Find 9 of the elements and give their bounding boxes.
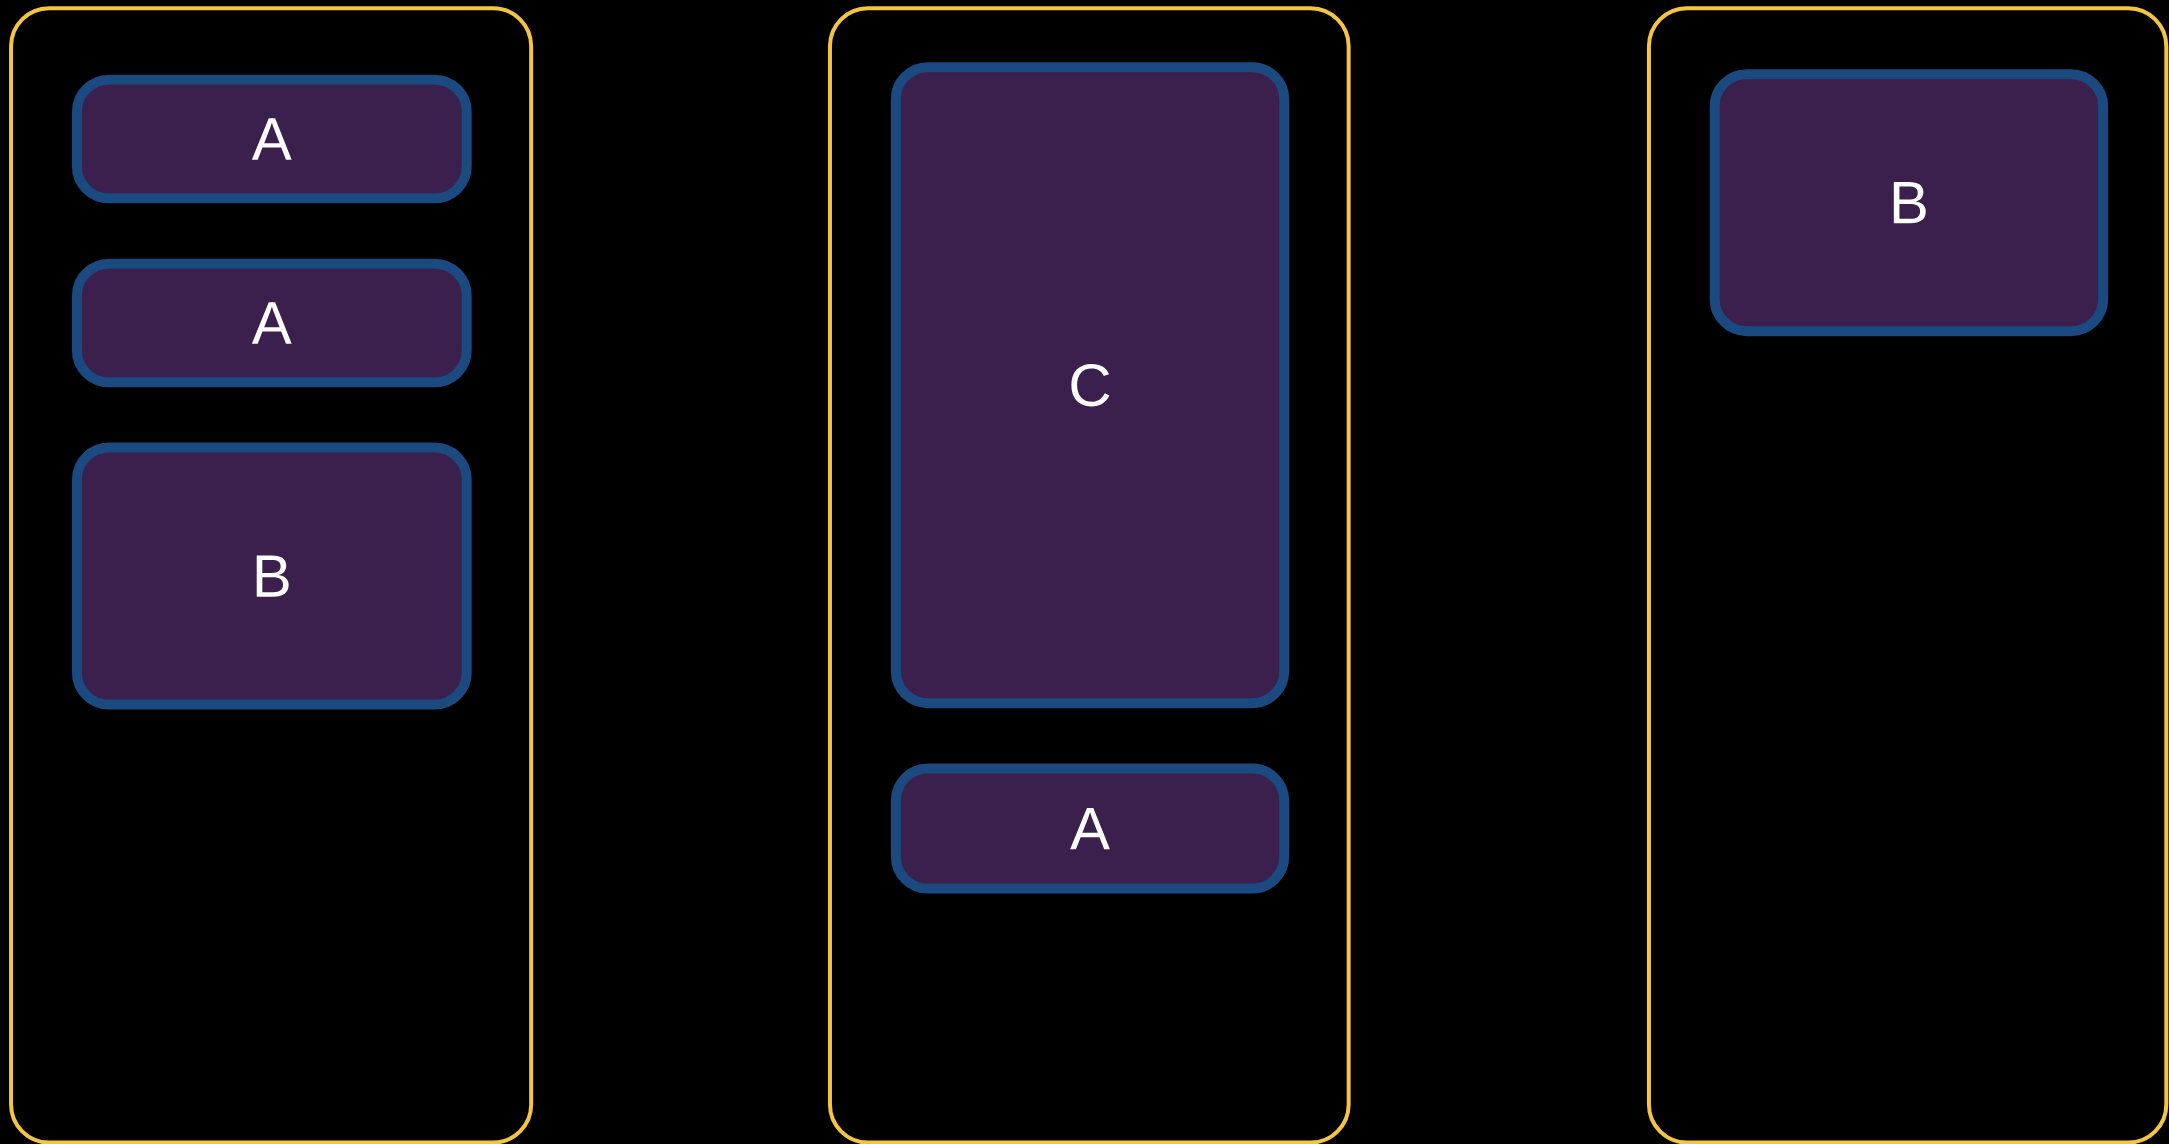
process-box: B xyxy=(71,442,472,710)
column-frame xyxy=(9,6,534,1144)
process-box: A xyxy=(71,74,472,204)
process-box: B xyxy=(1709,69,2109,337)
process-box: A xyxy=(71,258,472,388)
column-frame xyxy=(827,6,1351,1144)
process-box: A xyxy=(890,763,1290,894)
process-box: C xyxy=(890,62,1290,709)
column-frame xyxy=(1646,6,2169,1144)
